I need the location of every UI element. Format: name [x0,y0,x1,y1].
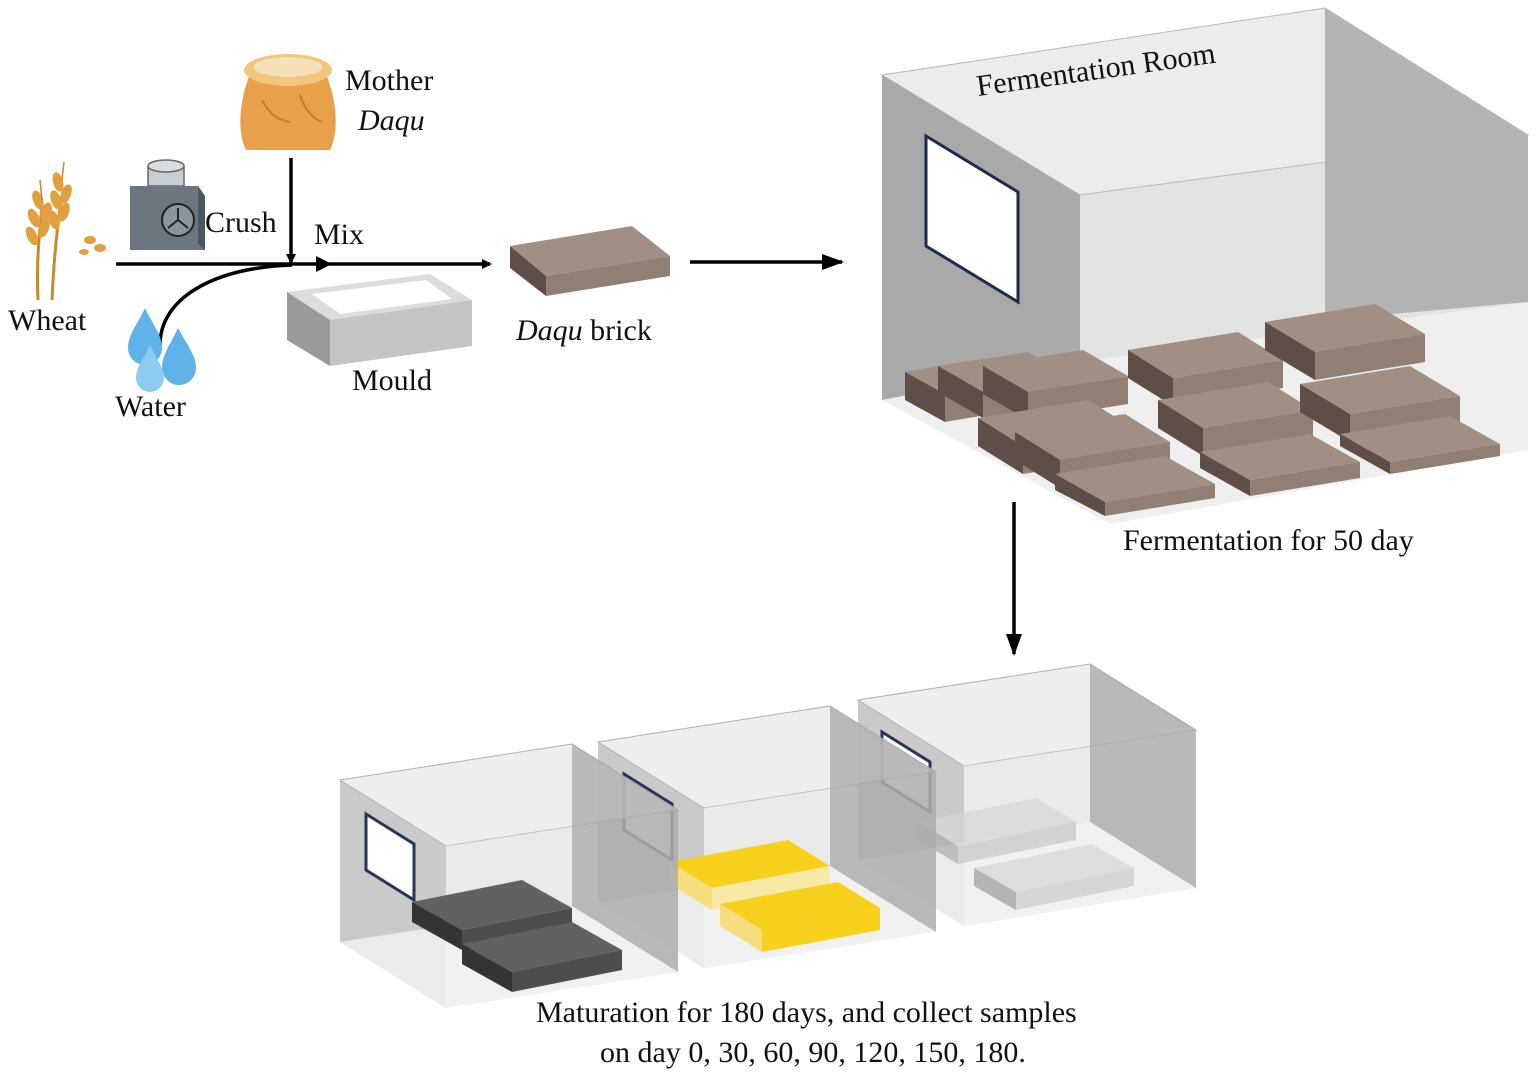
wheat-icon [25,161,106,301]
daqu-brick-icon [510,226,670,296]
daqu-brick-label: Daqu brick [515,314,652,347]
water-drops-icon [128,308,196,392]
wheat-label: Wheat [8,304,87,337]
maturation-caption-line2: on day 0, 30, 60, 90, 120, 150, 180. [600,1036,1026,1069]
maturation-caption-line1: Maturation for 180 days, and collect sam… [536,996,1077,1029]
fermentation-bricks [905,304,1500,516]
crusher-icon [130,159,205,250]
water-label: Water [115,390,186,423]
late-bricks [918,798,1134,910]
fermentation-caption: Fermentation for 50 day [1123,524,1414,557]
water-flow-curve [158,263,293,346]
mix-arrowhead [316,256,332,272]
maturation-room-mid [596,705,938,968]
brick-label-rest: brick [583,314,652,347]
fermentation-window [924,133,1020,305]
crush-label: Crush [205,206,277,239]
mould-label: Mould [352,364,432,397]
mix-label: Mix [314,218,364,251]
daqu-label: Daqu [357,104,425,137]
brick-label-italic: Daqu [515,314,583,347]
day0-room-window [364,811,416,903]
sack-icon [240,54,336,150]
maturation-room-day0 [338,743,680,1008]
day0-bricks [412,880,622,992]
mother-label: Mother [345,64,433,97]
mid-bricks [670,840,880,952]
mould-icon [287,274,472,366]
fermentation-room [880,7,1530,524]
